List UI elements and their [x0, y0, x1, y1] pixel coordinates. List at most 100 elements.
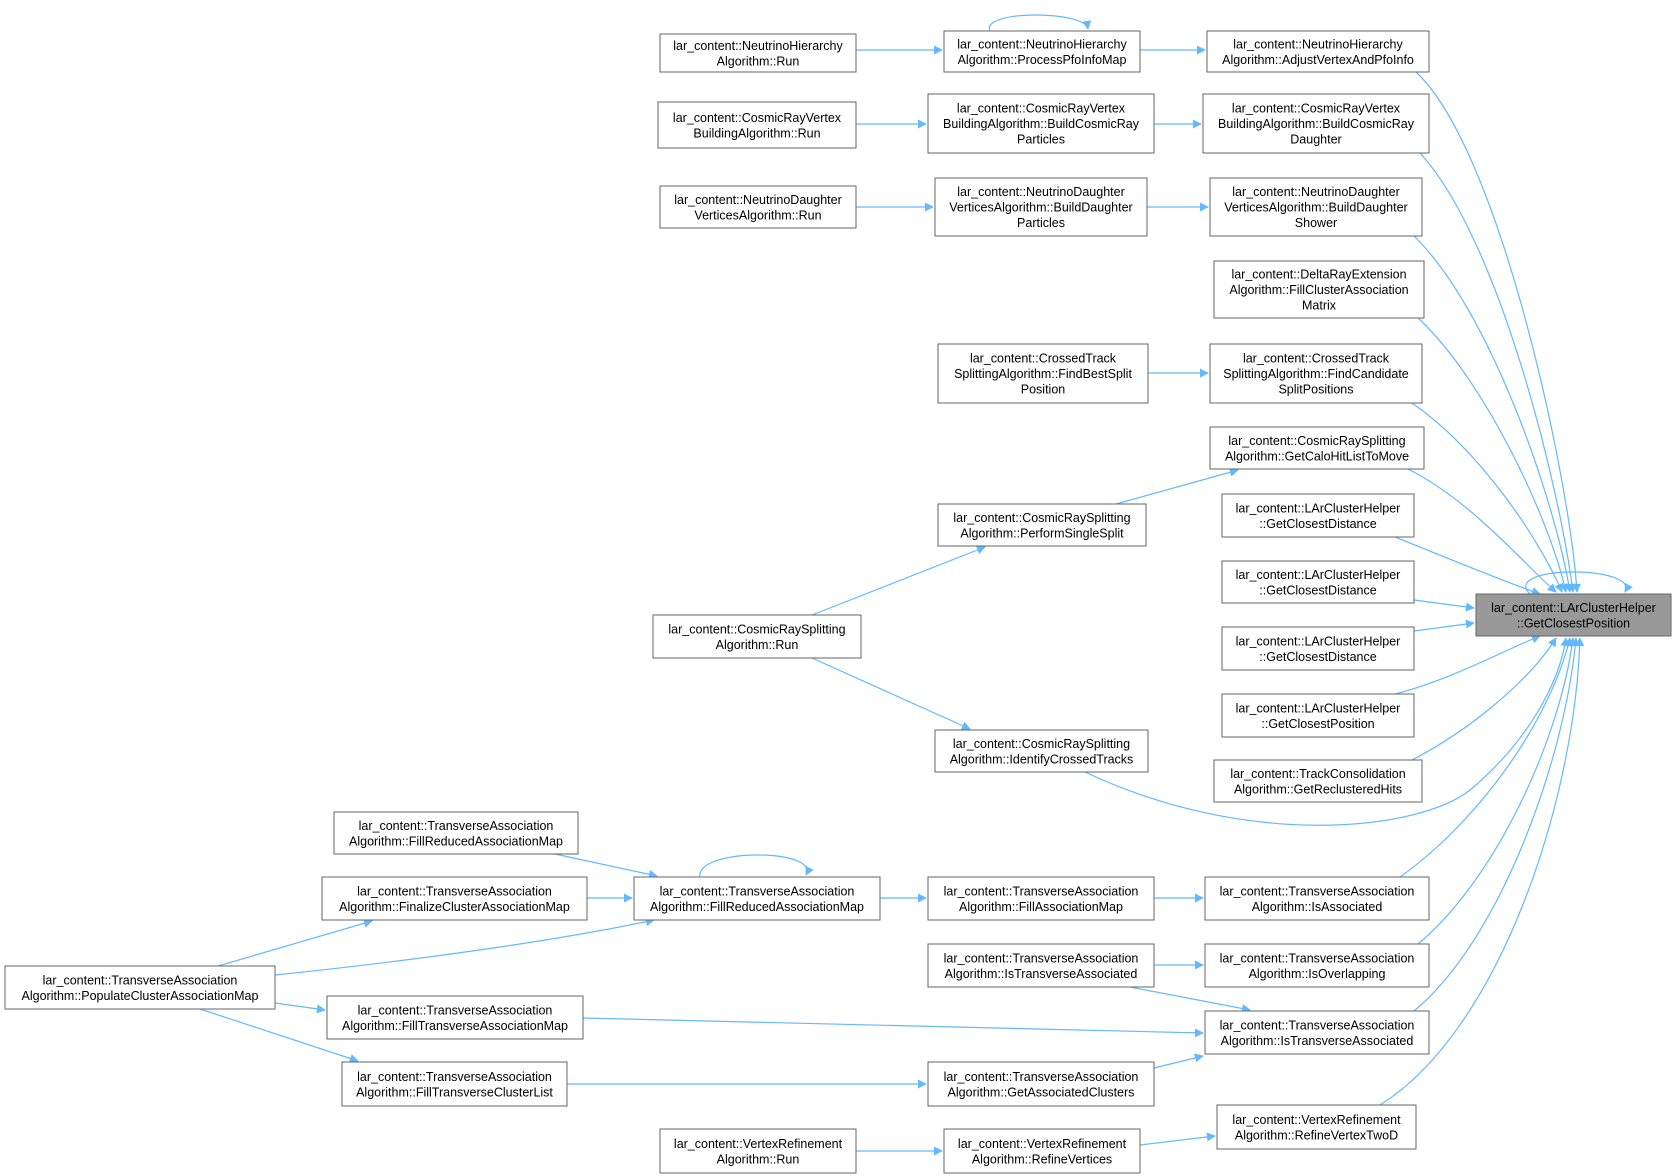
edge-ta_iso-to-lch_gcp [1417, 637, 1577, 945]
node-box [4, 965, 276, 1010]
node-tc_grh[interactable]: lar_content::TrackConsolidationAlgorithm… [1213, 759, 1423, 803]
node-box [943, 1128, 1141, 1174]
edge-ta_pcam-to-ta_fram_b [274, 917, 655, 976]
node-label-line: lar_content::NeutrinoDaughter [957, 185, 1124, 199]
node-label-line: lar_content::CosmicRayVertex [673, 111, 842, 125]
node-label-line: Algorithm::FillClusterAssociation [1229, 283, 1408, 297]
node-label-line: Matrix [1302, 299, 1337, 313]
node-lch_gcd3[interactable]: lar_content::LArClusterHelper::GetCloses… [1221, 626, 1415, 671]
node-label-line: lar_content::CosmicRaySplitting [1228, 434, 1405, 448]
node-ta_isa[interactable]: lar_content::TransverseAssociationAlgori… [1204, 876, 1430, 921]
node-label-line: Algorithm::PerformSingleSplit [960, 526, 1124, 540]
node-label-line: BuildingAlgorithm::BuildCosmicRay [943, 117, 1140, 131]
node-ta_fram_a[interactable]: lar_content::TransverseAssociationAlgori… [333, 811, 579, 855]
node-nha_run[interactable]: lar_content::NeutrinoHierarchyAlgorithm:… [659, 33, 857, 73]
node-box [937, 503, 1147, 547]
node-label-line: VerticesAlgorithm::Run [694, 208, 821, 222]
node-label-line: Algorithm::GetCaloHitListToMove [1225, 449, 1409, 463]
node-box [927, 876, 1155, 921]
node-label-line: lar_content::TransverseAssociation [1220, 1018, 1415, 1032]
node-nha_ppim[interactable]: lar_content::NeutrinoHierarchyAlgorithm:… [943, 30, 1141, 73]
edge-ta_pcam-to-ta_fcam [217, 918, 373, 967]
node-vr_rvtd[interactable]: lar_content::VertexRefinementAlgorithm::… [1216, 1104, 1417, 1150]
node-cts_fbsp[interactable]: lar_content::CrossedTrackSplittingAlgori… [937, 343, 1149, 404]
node-crvb_bcrp[interactable]: lar_content::CosmicRayVertexBuildingAlgo… [927, 93, 1155, 154]
node-box [937, 343, 1149, 404]
edge-lch_gcp-to-lch_gcp [1525, 571, 1633, 595]
node-label-line: lar_content::NeutrinoHierarchy [673, 39, 843, 53]
node-label-line: Daughter [1290, 133, 1341, 147]
node-label-line: Algorithm::IsTransverseAssociated [945, 967, 1138, 981]
edge-lch_gcd1-to-lch_gcp [1394, 536, 1541, 596]
node-label-line: lar_content::TransverseAssociation [944, 884, 1139, 898]
node-label-line: lar_content::CrossedTrack [970, 352, 1117, 366]
node-ta_ita_r[interactable]: lar_content::TransverseAssociationAlgori… [1204, 1010, 1430, 1055]
node-vr_rv[interactable]: lar_content::VertexRefinementAlgorithm::… [943, 1128, 1141, 1174]
node-label-line: lar_content::CosmicRaySplitting [953, 737, 1130, 751]
node-label-line: lar_content::NeutrinoDaughter [1232, 185, 1399, 199]
node-label-line: lar_content::VertexRefinement [958, 1137, 1127, 1151]
node-box [657, 101, 857, 149]
node-lch_gcd2[interactable]: lar_content::LArClusterHelper::GetCloses… [1221, 560, 1415, 604]
node-ta_ftam[interactable]: lar_content::TransverseAssociationAlgori… [326, 995, 584, 1040]
node-label-line: Algorithm::ProcessPfoInfoMap [958, 53, 1127, 67]
node-vr_run[interactable]: lar_content::VertexRefinementAlgorithm::… [659, 1128, 857, 1174]
node-ta_ftcl[interactable]: lar_content::TransverseAssociationAlgori… [341, 1061, 568, 1107]
node-crs_ict[interactable]: lar_content::CosmicRaySplittingAlgorithm… [934, 729, 1149, 773]
node-label-line: lar_content::LArClusterHelper [1236, 634, 1401, 648]
node-lch_gcp2[interactable]: lar_content::LArClusterHelper::GetCloses… [1221, 693, 1415, 738]
node-ta_iso[interactable]: lar_content::TransverseAssociationAlgori… [1204, 943, 1430, 988]
node-cts_fcsp[interactable]: lar_content::CrossedTrackSplittingAlgori… [1209, 343, 1423, 404]
edge-ta_ftam-to-ta_ita_r [582, 1017, 1204, 1038]
node-label-line: lar_content::VertexRefinement [1232, 1113, 1401, 1127]
node-dre_fcam[interactable]: lar_content::DeltaRayExtensionAlgorithm:… [1213, 260, 1425, 319]
node-label-line: Algorithm::FillAssociationMap [959, 900, 1123, 914]
node-ta_gac[interactable]: lar_content::TransverseAssociationAlgori… [927, 1061, 1155, 1107]
node-label-line: ::GetClosestDistance [1259, 517, 1376, 531]
node-crvb_bcrd[interactable]: lar_content::CosmicRayVertexBuildingAlgo… [1202, 93, 1430, 154]
node-ndv_bdp[interactable]: lar_content::NeutrinoDaughterVerticesAlg… [934, 177, 1148, 237]
node-label-line: Algorithm::Run [716, 638, 799, 652]
node-ta_pcam[interactable]: lar_content::TransverseAssociationAlgori… [4, 965, 276, 1010]
node-label-line: ::GetClosestDistance [1259, 583, 1376, 597]
node-ta_fam[interactable]: lar_content::TransverseAssociationAlgori… [927, 876, 1155, 921]
node-box [1216, 1104, 1417, 1150]
node-label-line: lar_content::LArClusterHelper [1236, 568, 1401, 582]
node-crs_gchl[interactable]: lar_content::CosmicRaySplittingAlgorithm… [1209, 426, 1425, 470]
node-box [1221, 493, 1415, 538]
node-label-line: lar_content::CrossedTrack [1243, 352, 1390, 366]
edge-crvb_bcrd-to-lch_gcp [1419, 152, 1577, 593]
node-label-line: lar_content::NeutrinoHierarchy [957, 37, 1127, 51]
node-layer: lar_content::NeutrinoHierarchyAlgorithm:… [4, 30, 1672, 1174]
node-ta_fcam[interactable]: lar_content::TransverseAssociationAlgori… [321, 876, 588, 921]
edge-ndv_bds-to-lch_gcp [1413, 235, 1574, 593]
node-nha_avpi[interactable]: lar_content::NeutrinoHierarchyAlgorithm:… [1206, 30, 1430, 73]
node-box [1209, 426, 1425, 470]
node-box [1213, 759, 1423, 803]
node-label-line: Algorithm::FinalizeClusterAssociationMap [339, 900, 570, 914]
node-crs_run[interactable]: lar_content::CosmicRaySplittingAlgorithm… [652, 614, 862, 659]
node-label-line: lar_content::NeutrinoDaughter [674, 193, 841, 207]
node-label-line: ::GetClosestPosition [1517, 616, 1630, 630]
node-crs_pss[interactable]: lar_content::CosmicRaySplittingAlgorithm… [937, 503, 1147, 547]
node-ndv_run[interactable]: lar_content::NeutrinoDaughterVerticesAlg… [659, 185, 857, 229]
node-crvb_run[interactable]: lar_content::CosmicRayVertexBuildingAlgo… [657, 101, 857, 149]
node-box [943, 30, 1141, 73]
node-box [652, 614, 862, 659]
node-label-line: Algorithm::IsAssociated [1252, 900, 1383, 914]
edge-ta_ita_l-to-ta_ita_r [1129, 986, 1251, 1013]
node-box [659, 185, 857, 229]
node-ndv_bds[interactable]: lar_content::NeutrinoDaughterVerticesAlg… [1209, 177, 1423, 237]
node-ta_ita_l[interactable]: lar_content::TransverseAssociationAlgori… [927, 943, 1155, 988]
edge-cts_fcsp-to-lch_gcp [1411, 402, 1563, 593]
node-label-line: ::GetClosestPosition [1261, 717, 1374, 731]
node-lch_gcp[interactable]: lar_content::LArClusterHelper::GetCloses… [1475, 593, 1672, 637]
edge-lch_gcp2-to-lch_gcp [1394, 634, 1541, 695]
node-ta_fram_b[interactable]: lar_content::TransverseAssociationAlgori… [633, 876, 881, 921]
node-label-line: lar_content::TransverseAssociation [1220, 951, 1415, 965]
edge-vr_rvtd-to-lch_gcp [1379, 637, 1585, 1106]
node-label-line: lar_content::TransverseAssociation [43, 973, 238, 987]
node-lch_gcd1[interactable]: lar_content::LArClusterHelper::GetCloses… [1221, 493, 1415, 538]
node-label-line: Algorithm::GetReclusteredHits [1234, 782, 1402, 796]
